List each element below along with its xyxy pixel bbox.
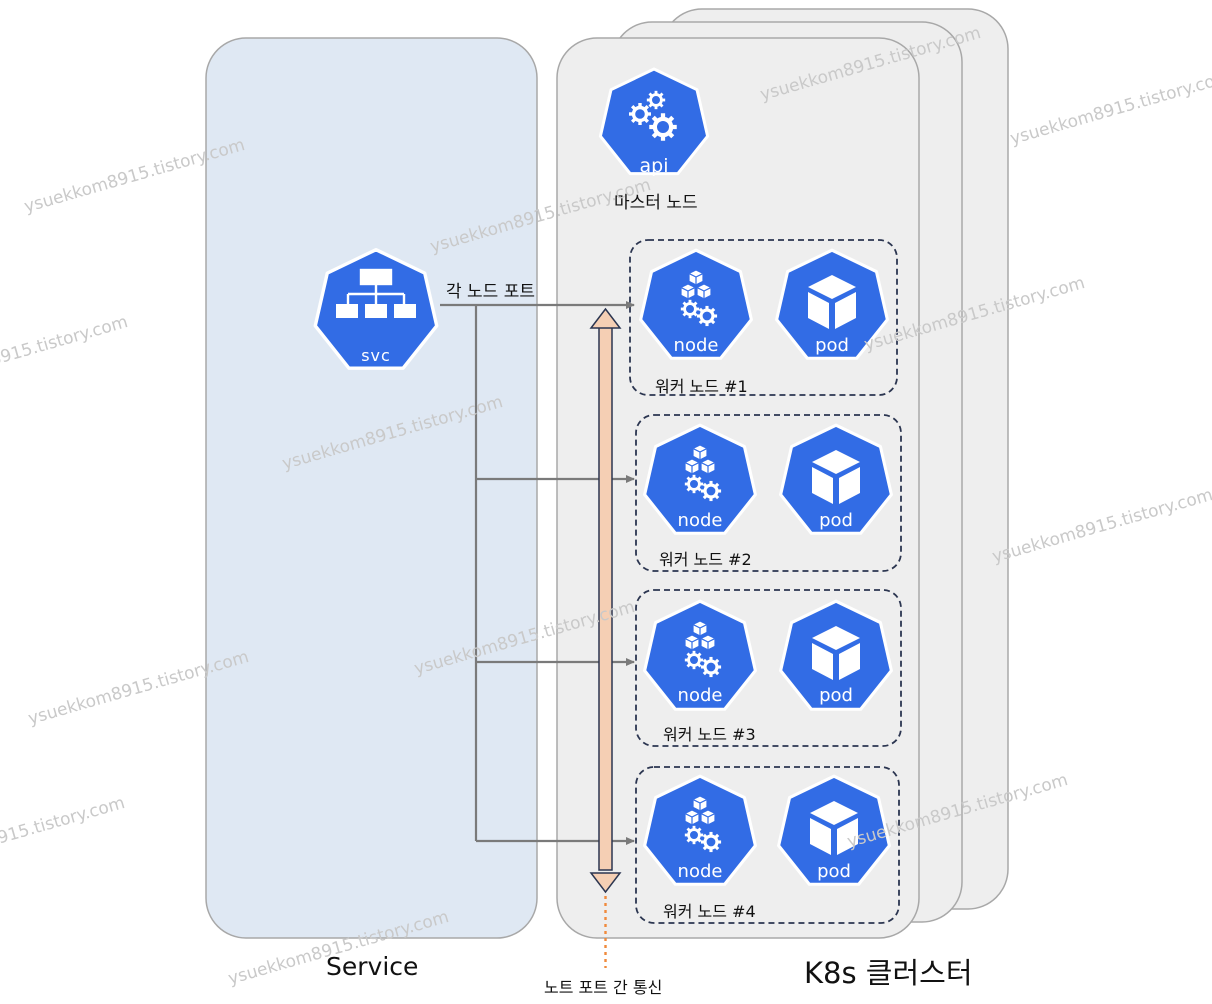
- worker-box-4: [635, 766, 900, 924]
- worker-4-icons: [643, 774, 891, 886]
- worker-3-node-text: node: [677, 685, 723, 706]
- svc-edge-label: 각 노드 포트: [446, 282, 536, 302]
- worker-3-label: 워커 노드 #3: [663, 725, 756, 744]
- worker-1-node-text: node: [673, 335, 719, 356]
- pod-icon: [775, 248, 889, 360]
- worker-box-1: [629, 239, 898, 396]
- pod-icon: [779, 599, 893, 711]
- worker-3-pod-text: pod: [819, 685, 853, 706]
- worker-2-icons: [643, 423, 893, 535]
- worker-box-2: [635, 414, 902, 572]
- worker-1-pod-text: pod: [815, 335, 849, 356]
- inter-node-label: 노트 포트 간 통신: [544, 978, 663, 997]
- worker-1-icons: [639, 248, 889, 360]
- svc-icon: [313, 247, 439, 370]
- inter-node-arrow: [589, 307, 622, 968]
- worker-box-3: [635, 589, 902, 747]
- pod-icon: [779, 423, 893, 535]
- worker-4-pod-text: pod: [817, 861, 851, 882]
- master-node-label: 마스터 노드: [614, 193, 698, 213]
- worker-2-label: 워커 노드 #2: [659, 550, 752, 569]
- worker-3-icons: [643, 599, 893, 711]
- service-panel-label: Service: [326, 952, 419, 981]
- worker-2-pod-text: pod: [819, 510, 853, 531]
- cluster-panel-label: K8s 클러스터: [804, 956, 973, 990]
- api-icon-text: api: [639, 155, 669, 177]
- worker-1-label: 워커 노드 #1: [655, 377, 748, 396]
- pod-icon: [777, 774, 891, 886]
- service-panel: [205, 37, 538, 939]
- worker-2-node-text: node: [677, 510, 723, 531]
- svc-icon-text: svc: [361, 346, 391, 365]
- worker-4-node-text: node: [677, 861, 723, 882]
- worker-4-label: 워커 노드 #4: [663, 902, 756, 921]
